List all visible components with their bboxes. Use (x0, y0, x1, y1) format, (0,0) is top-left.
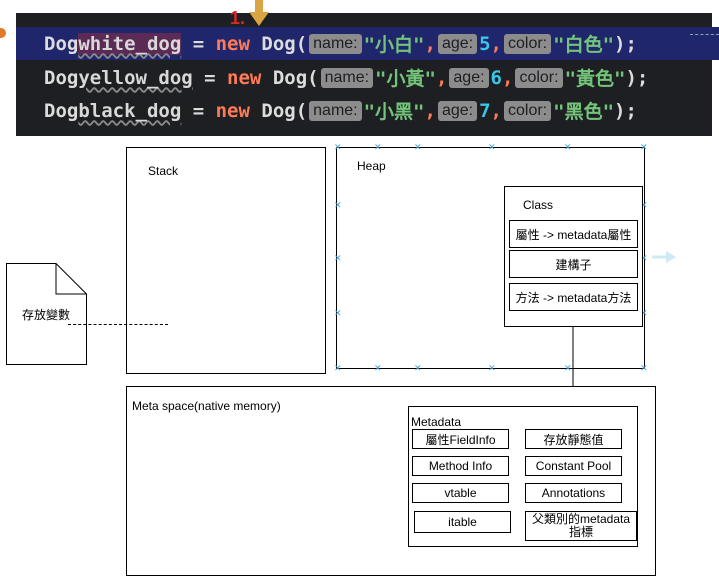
keyword-token: new (215, 99, 250, 122)
closing-token: ); (625, 66, 649, 89)
constructor-token: Dog( (249, 99, 308, 122)
operator-token: = (181, 99, 216, 122)
param-hint-age: age: (437, 33, 478, 54)
metadata-item: Method Info (412, 456, 509, 476)
variable-name[interactable]: yellow_dog (78, 66, 193, 89)
selection-handle[interactable]: ✕ (334, 253, 342, 263)
type-token: Dog (44, 99, 79, 122)
metadata-item: vtable (412, 483, 509, 503)
class-item-methods: 方法 -> metadata方法 (509, 283, 638, 311)
string-literal: "黃色" (564, 68, 626, 90)
selection-handle[interactable]: ✕ (334, 308, 342, 318)
param-hint-color: color: (504, 33, 552, 54)
dashed-connector (68, 324, 168, 325)
comma-token: , (424, 99, 436, 122)
metadata-item: Annotations (525, 483, 622, 503)
constructor-token: Dog( (261, 66, 319, 89)
class-item-constructor: 建構子 (509, 250, 638, 278)
comma-token: , (501, 66, 514, 89)
param-hint-color: color: (515, 67, 563, 88)
heap-label: Heap (357, 159, 386, 173)
number-literal: 6 (490, 66, 502, 89)
selection-handle[interactable]: ✕ (564, 363, 572, 373)
type-token: Dog (44, 66, 79, 89)
selection-handle[interactable]: ✕ (488, 142, 496, 152)
closing-token: ); (614, 99, 637, 122)
selection-handle[interactable]: ✕ (414, 363, 422, 373)
metadata-item: Constant Pool (525, 456, 622, 476)
code-line-3[interactable]: Dog black_dog = new Dog(name:"小黑",age:7,… (32, 94, 637, 127)
selection-handle[interactable]: ✕ (374, 363, 382, 373)
operator-token: = (181, 32, 216, 55)
meta-space-label: Meta space(native memory) (132, 399, 281, 413)
string-literal: "黑色" (553, 101, 615, 123)
comma-token: , (424, 32, 436, 55)
metadata-item: 父類別的metadata指標 (525, 511, 637, 541)
metadata-item: 存放靜態值 (525, 429, 622, 449)
metadata-item: itable (414, 511, 511, 533)
code-line-2[interactable]: Dog yellow_dog = new Dog(name:"小黃",age:6… (32, 61, 648, 94)
comma-token: , (490, 32, 502, 55)
metadata-box: Metadata 屬性FieldInfo Method Info vtable … (408, 406, 638, 547)
param-hint-name: name: (309, 100, 362, 121)
arrow-down-icon (249, 0, 269, 26)
dashed-guide-line (690, 34, 719, 35)
constructor-token: Dog( (249, 32, 308, 55)
stack-box: Stack (126, 147, 326, 374)
param-hint-color: color: (504, 100, 552, 121)
class-title: Class (523, 198, 554, 212)
selection-handle[interactable]: ✕ (564, 142, 572, 152)
string-literal: "白色" (553, 34, 615, 56)
stack-label: Stack (148, 164, 179, 178)
metadata-title: Metadata (411, 415, 462, 429)
code-editor-panel: Dog white_dog = new Dog(name:"小白",age:5,… (16, 13, 719, 136)
variable-name[interactable]: black_dog (78, 99, 182, 122)
document-label: 存放變數 (22, 308, 71, 322)
class-box: Class 屬性 -> metadata屬性 建構子 方法 -> metadat… (504, 186, 643, 327)
param-hint-age: age: (437, 100, 478, 121)
selection-handle[interactable]: ✕ (334, 363, 342, 373)
comma-token: , (435, 66, 448, 89)
param-hint-name: name: (320, 67, 374, 88)
gutter-marker (0, 28, 6, 38)
type-token: Dog (44, 32, 79, 55)
param-hint-age: age: (449, 67, 489, 88)
number-literal: 5 (479, 32, 491, 55)
selection-handle[interactable]: ✕ (640, 363, 648, 373)
class-item-fields: 屬性 -> metadata屬性 (509, 220, 638, 248)
comma-token: , (490, 99, 502, 122)
selection-handle[interactable]: ✕ (374, 142, 382, 152)
string-literal: "小黑" (363, 101, 425, 123)
selection-handle[interactable]: ✕ (640, 200, 648, 210)
keyword-token: new (215, 32, 250, 55)
selection-handle[interactable]: ✕ (414, 142, 422, 152)
selection-handle[interactable]: ✕ (640, 308, 648, 318)
string-literal: "小白" (363, 34, 425, 56)
code-line-1[interactable]: Dog white_dog = new Dog(name:"小白",age:5,… (16, 27, 719, 60)
number-literal: 7 (479, 99, 491, 122)
selection-handle[interactable]: ✕ (334, 200, 342, 210)
step-label: 1. (230, 8, 246, 28)
arrow-right-icon (652, 251, 676, 263)
string-literal: "小黃" (375, 68, 436, 90)
selection-handle[interactable]: ✕ (640, 142, 648, 152)
operator-token: = (192, 66, 228, 89)
variable-name[interactable]: white_dog (78, 32, 182, 55)
param-hint-name: name: (309, 33, 362, 54)
document-shape (6, 263, 87, 365)
selection-handle[interactable]: ✕ (334, 142, 342, 152)
selection-handle[interactable]: ✕ (640, 253, 648, 263)
keyword-token: new (227, 66, 262, 89)
metadata-item: 屬性FieldInfo (412, 429, 509, 449)
selection-handle[interactable]: ✕ (488, 363, 496, 373)
closing-token: ); (614, 32, 637, 55)
